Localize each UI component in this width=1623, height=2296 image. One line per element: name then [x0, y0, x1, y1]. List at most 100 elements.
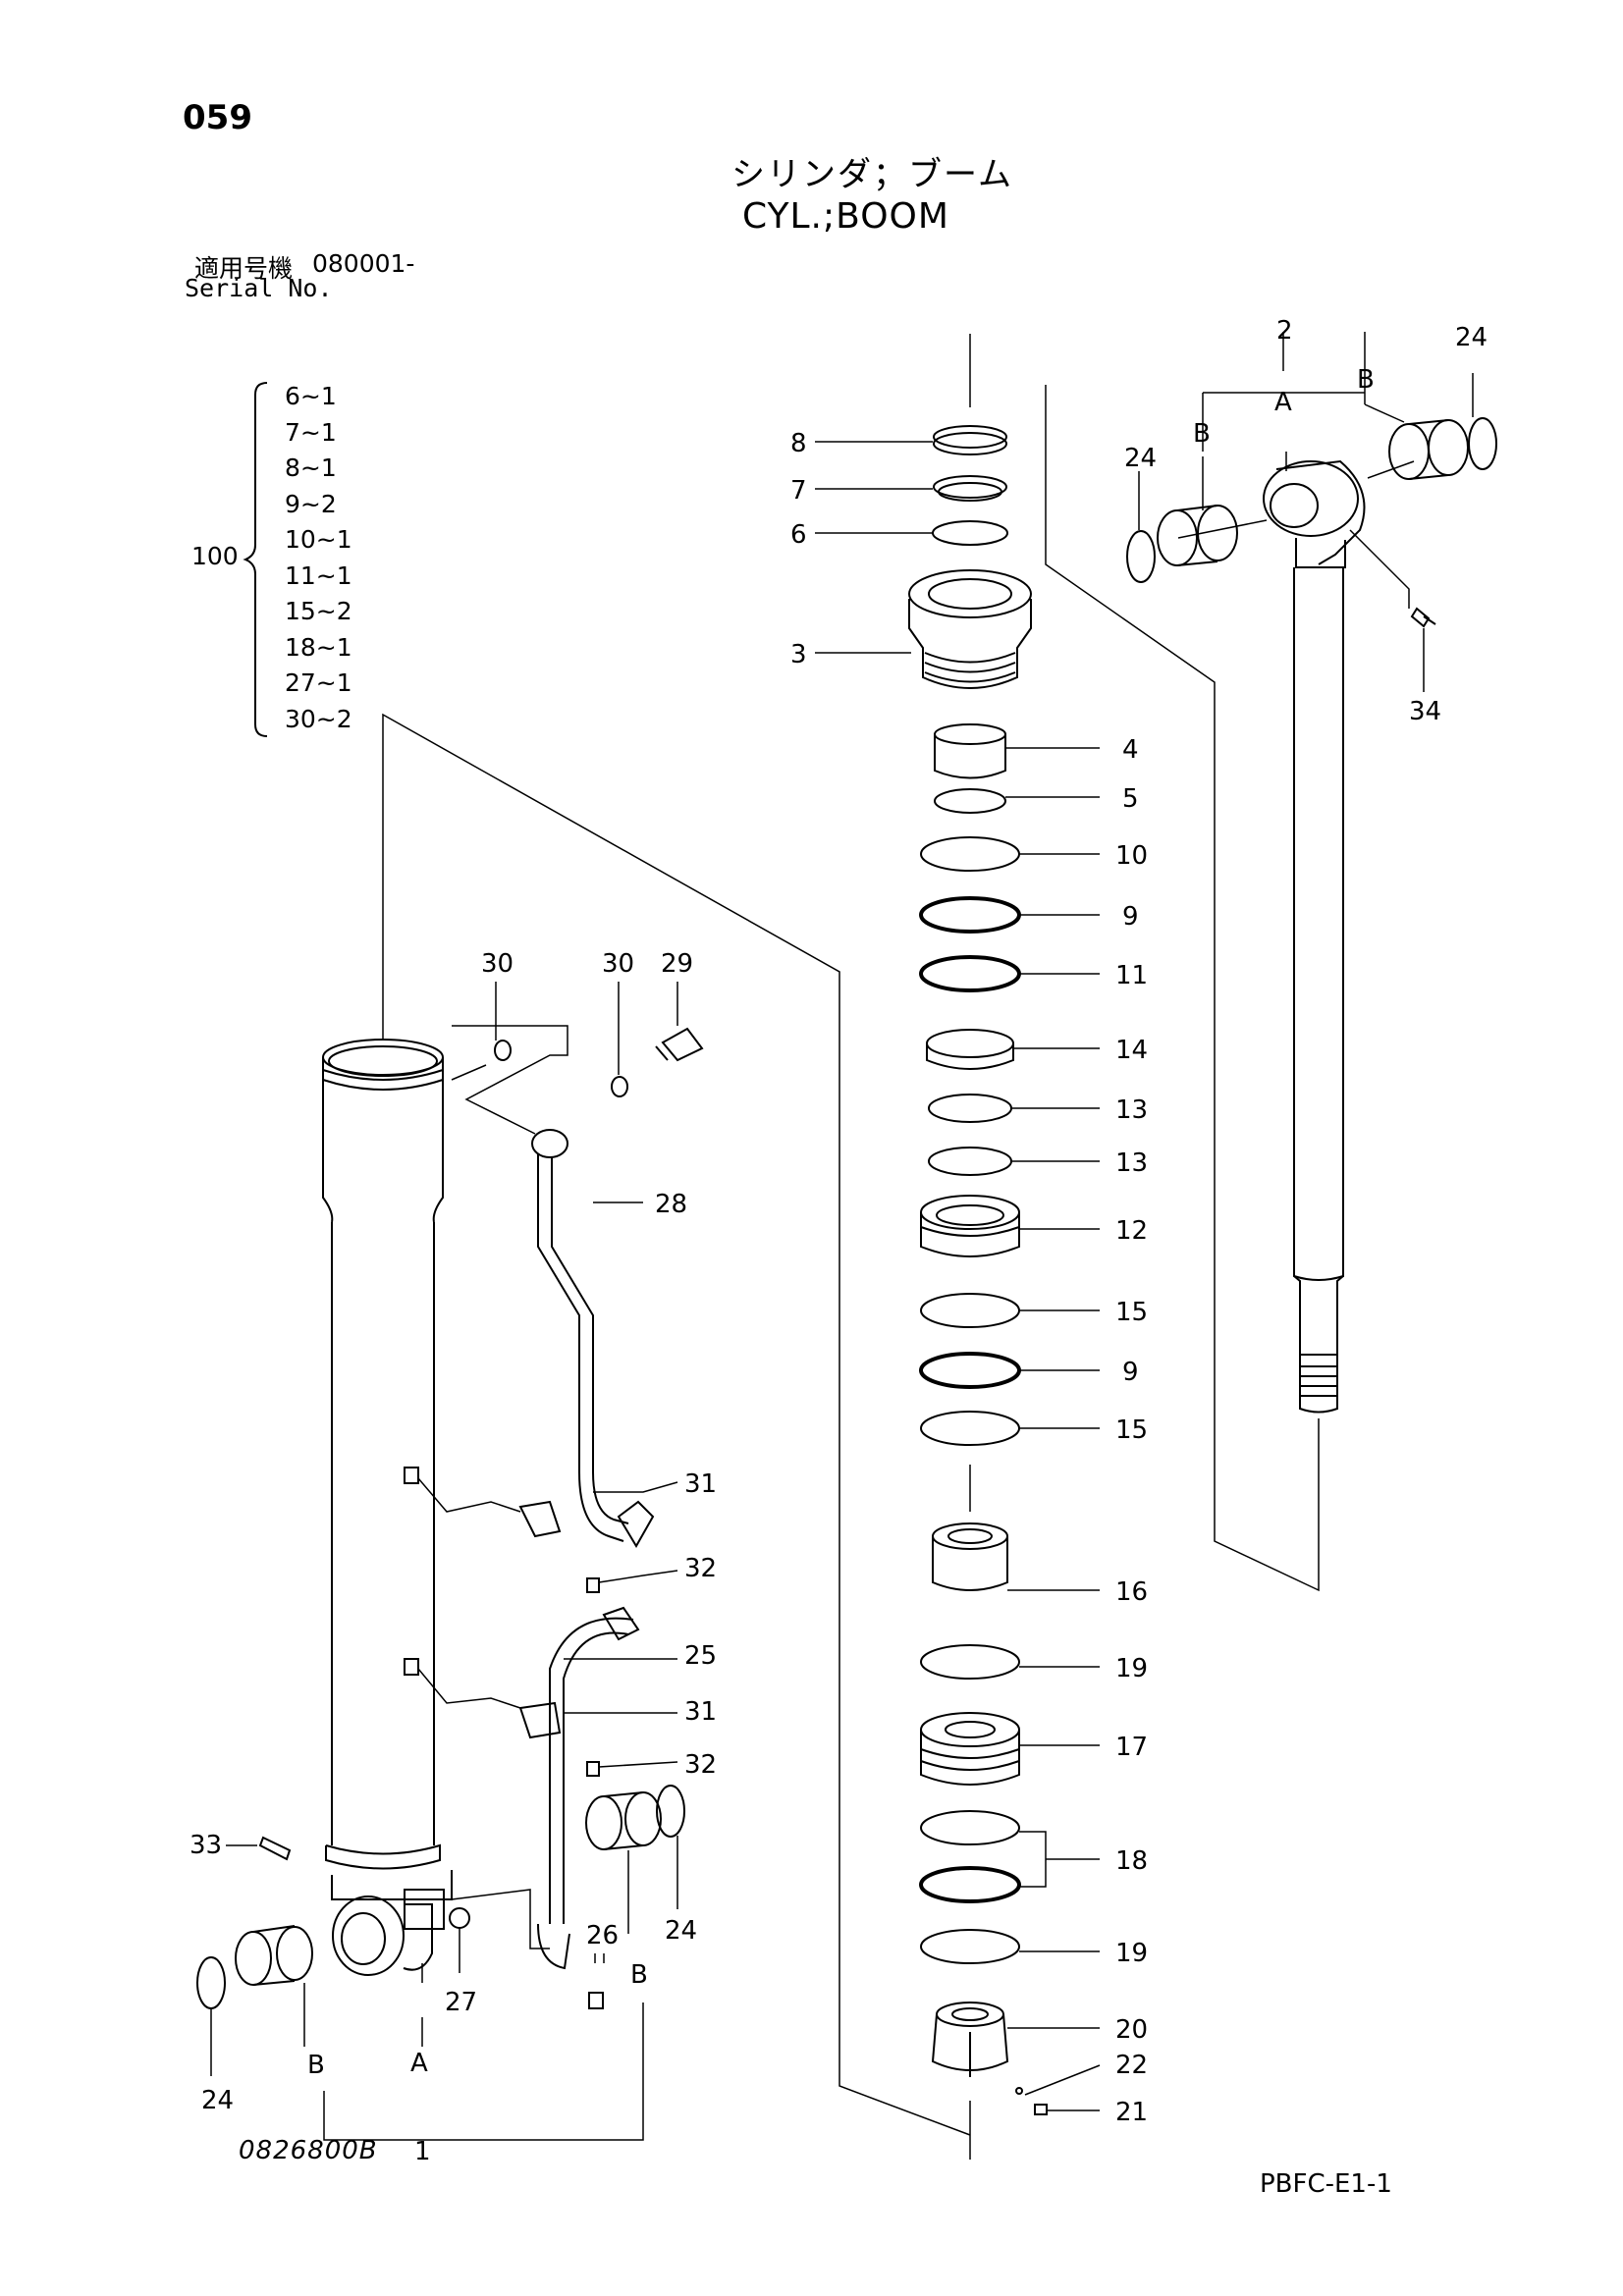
callout-label: B: [1193, 419, 1211, 449]
callout-label: 24: [1124, 444, 1157, 473]
plug-lower: [404, 1658, 419, 1676]
title-japanese: シリンダ；ブーム: [731, 155, 1013, 194]
seal-24-right: [1468, 417, 1497, 470]
callout-label: 30: [602, 949, 634, 979]
ring-15b: [920, 1411, 1020, 1446]
callout-label: 9: [1122, 902, 1139, 932]
callout-label: 7: [790, 476, 807, 506]
nut-20: [931, 2002, 1009, 2077]
callout-label: 19: [1115, 1654, 1148, 1683]
kit-item: 15~2: [285, 597, 352, 625]
callout-label: 5: [1122, 784, 1139, 814]
connector-29: [655, 1027, 704, 1062]
callout-label: 8: [790, 429, 807, 458]
o-ring-30-left: [494, 1040, 512, 1061]
seal-24-left: [1126, 530, 1156, 583]
ring-19a: [920, 1644, 1020, 1680]
callout-label: 19: [1115, 1939, 1148, 1968]
callout-label: 10: [1115, 841, 1148, 871]
callout-label: 1: [414, 2137, 431, 2166]
callout-label: 30: [481, 949, 514, 979]
grease-fitting-34: [1410, 607, 1436, 628]
bushing-16: [932, 1522, 1008, 1591]
bushing-B-right: [1388, 419, 1469, 480]
kit-item: 27~1: [285, 668, 352, 697]
callout-label: 15: [1115, 1298, 1148, 1327]
bolt-32-lower: [586, 1761, 600, 1777]
callout-label: 28: [655, 1190, 687, 1219]
backup-ring-9b: [919, 1352, 1021, 1389]
seal-24-cyl-right: [656, 1785, 685, 1838]
plug-upper: [404, 1467, 419, 1484]
callout-label: 20: [1115, 2015, 1148, 2045]
pipe-25: [518, 1606, 640, 1970]
callout-label: A: [410, 2049, 428, 2078]
grease-fitting-33: [258, 1836, 292, 1861]
seal-ring-6: [932, 520, 1008, 546]
callout-label: B: [307, 2051, 325, 2080]
rod-cover-3: [908, 569, 1032, 689]
assembly-line-left: [382, 713, 971, 2136]
backup-ring-9: [919, 896, 1021, 934]
bushing-4: [934, 723, 1006, 779]
o-ring-11: [919, 955, 1021, 992]
bolt-26: [588, 1992, 604, 2009]
bushing-B-left: [1157, 505, 1238, 566]
callout-label: 29: [661, 949, 693, 979]
kit-item: 9~2: [285, 489, 337, 518]
ring-13b: [928, 1147, 1012, 1176]
kit-item: 11~1: [285, 561, 352, 590]
kit-item: 6~1: [285, 382, 337, 410]
callout-label: 9: [1122, 1358, 1139, 1387]
callout-label: 31: [684, 1697, 717, 1727]
kit-quantity: 100: [191, 542, 239, 570]
title-english: CYL.;BOOM: [742, 196, 949, 237]
callout-label: 32: [684, 1750, 717, 1780]
callout-label: B: [1357, 365, 1375, 395]
seal-24-cyl-left: [196, 1956, 226, 2009]
callout-label: 15: [1115, 1415, 1148, 1445]
callout-label: 33: [189, 1831, 222, 1860]
ring-19b: [920, 1929, 1020, 1964]
o-ring-30-right: [611, 1076, 628, 1097]
callout-label: 16: [1115, 1577, 1148, 1607]
piston-rod-2: [1263, 459, 1366, 1414]
callout-label: A: [1274, 388, 1292, 417]
callout-label: 3: [790, 640, 807, 669]
callout-label: 21: [1115, 2098, 1148, 2127]
callout-label: 26: [586, 1921, 619, 1950]
leader-lines-right: [1138, 332, 1474, 692]
callout-label: 25: [684, 1641, 717, 1671]
leader-lines-center: [815, 441, 1101, 2111]
leader-lines-left: [210, 982, 678, 2141]
ring-18a: [920, 1810, 1020, 1845]
callout-label: 24: [665, 1916, 697, 1946]
screw-21: [1034, 2104, 1048, 2115]
rod-bushing-B-cylinder: [235, 1925, 313, 1986]
kit-item: 18~1: [285, 632, 352, 662]
kit-item-list: 6~1 7~1 8~1 9~2 10~1 11~1 15~2 18~1 27~1…: [285, 379, 352, 737]
kit-brace: [243, 382, 268, 737]
callout-label: 4: [1122, 735, 1139, 765]
callout-label: 24: [1455, 323, 1488, 352]
piston-17: [920, 1712, 1020, 1786]
cylinder-tube-1: [322, 1039, 453, 1976]
callout-label: B: [630, 1960, 648, 1990]
callout-label: 13: [1115, 1148, 1148, 1178]
serial-value: 080001-: [312, 249, 415, 278]
callout-label: 2: [1276, 316, 1293, 346]
kit-item: 10~1: [285, 525, 352, 554]
o-ring-10: [920, 836, 1020, 872]
callout-label: 32: [684, 1554, 717, 1583]
bolt-32-upper: [586, 1577, 600, 1593]
seal-ring-7: [933, 475, 1007, 502]
assembly-line-right: [1045, 385, 1320, 1592]
ball-22: [1015, 2087, 1023, 2095]
page-reference: PBFC-E1-1: [1260, 2169, 1392, 2199]
o-ring-27: [449, 1907, 470, 1929]
bushing-B-cylinder-right: [585, 1791, 662, 1850]
callout-labels: 8 7 6 3 4 5 10 9 11 14 13 13 12 15 9 15 …: [189, 316, 1488, 2166]
callout-label: 11: [1115, 961, 1148, 990]
seal-ring-8: [933, 425, 1007, 455]
ring-15a: [920, 1293, 1020, 1328]
